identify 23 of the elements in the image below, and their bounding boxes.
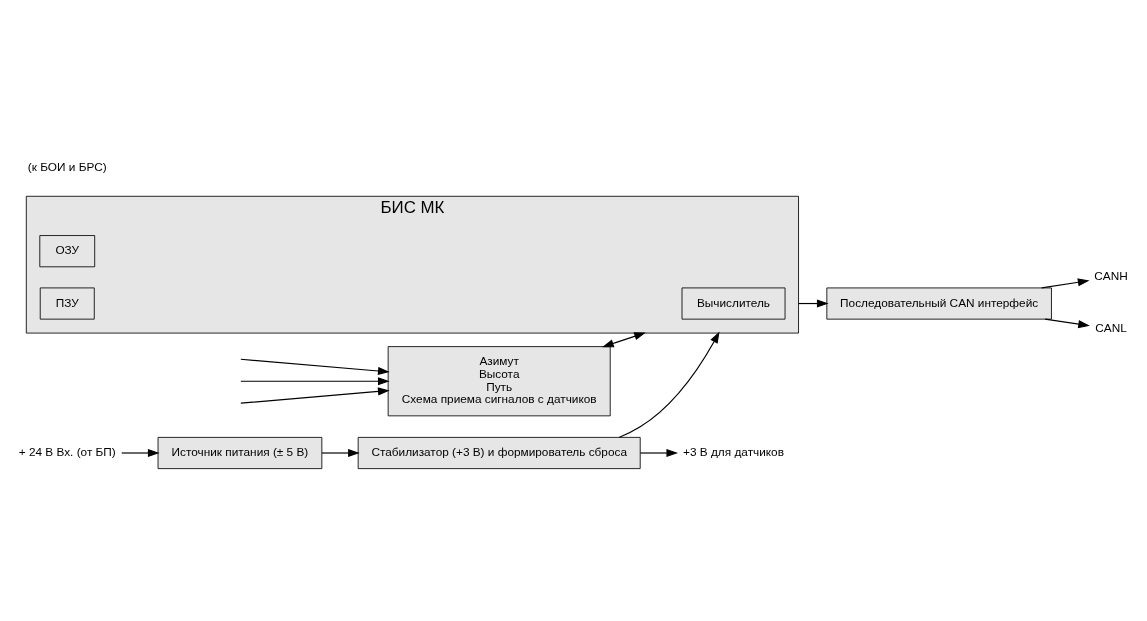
arrow [1041,278,1090,289]
arrow [240,387,390,404]
node-box: ОЗУ [39,235,96,268]
arrow [321,448,360,458]
arrow [797,299,829,308]
node-box: ПЗУ [39,287,95,320]
arrow [240,358,390,376]
node-box: Азимут Высота Путь Схема приема сигналов с датчиков [387,346,611,417]
node-text: CANH [1094,269,1128,284]
arrow [121,448,160,458]
node-box: Источник питания (± 5 В) [157,436,323,470]
node-box: Вычислитель [681,287,786,320]
arrow [639,448,679,458]
arrow [618,331,720,438]
node-box: Стабилизатор (+3 В) и формирователь сброса [357,436,641,470]
arrow [240,377,390,386]
node-box: Последовательный CAN интерфейс [826,287,1052,320]
label: (к БОИ и БРС) [27,159,107,174]
arrow [1044,318,1090,329]
node-text: CANL [1095,320,1127,335]
node-text: +3 В для датчиков [683,445,784,460]
node-text: + 24 В Вх. (от БП) [18,445,116,460]
arrow [602,332,646,348]
